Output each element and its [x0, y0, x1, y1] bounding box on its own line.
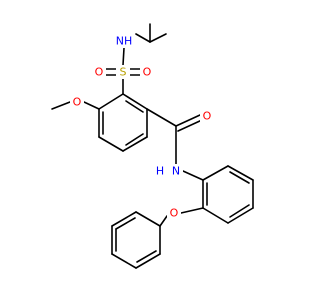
atom-label-o: O: [95, 66, 104, 79]
bond-aromatic: [135, 253, 161, 269]
atom-o-carbonyl: O: [200, 109, 214, 123]
atom-label-n: N: [172, 165, 180, 178]
bond-aromatic-inner: [229, 204, 250, 218]
structure-diagram: NH S O O O O: [51, 23, 254, 269]
bond-single: [135, 33, 151, 43]
molecule-canvas: NH S O O O O: [51, 23, 254, 269]
bond-layer: [51, 23, 254, 269]
bond-aromatic: [202, 207, 229, 224]
bond-single: [149, 33, 167, 43]
bond-aromatic: [227, 207, 254, 224]
bond-aromatic-inner: [115, 217, 136, 230]
bond-aromatic: [202, 165, 229, 181]
atom-n-sulfonamide: NH: [113, 34, 135, 48]
bond-single: [180, 207, 204, 214]
bond-double: [177, 119, 203, 132]
atom-label-o: O: [170, 207, 179, 220]
atom-label-o: O: [73, 96, 82, 109]
bond-single: [182, 170, 204, 181]
bond-aromatic: [135, 211, 161, 227]
atom-label-layer: NH S O O O O: [70, 34, 214, 220]
atom-n-amide: N: [169, 164, 183, 178]
bond-aromatic: [122, 136, 148, 152]
atom-o-sulfonyl-right: O: [140, 65, 154, 79]
atom-label-s: S: [120, 66, 127, 79]
atom-o-methoxy: O: [70, 95, 84, 109]
atom-label-h: H: [156, 165, 164, 178]
bond-aromatic: [98, 93, 124, 110]
bond-aromatic: [111, 211, 137, 227]
atom-o-ether: O: [167, 206, 181, 220]
atom-o-sulfonyl-left: O: [92, 65, 106, 79]
bond-aromatic-inner: [136, 250, 157, 263]
atom-h-amide: H: [154, 164, 166, 178]
atom-s-sulfonyl: S: [116, 65, 130, 79]
bond-single: [83, 101, 100, 110]
bond-double: [175, 114, 201, 127]
bond-single: [51, 101, 71, 110]
bond-aromatic: [122, 93, 148, 110]
atom-label-o: O: [203, 110, 212, 123]
bond-aromatic: [111, 253, 137, 269]
bond-single: [159, 215, 168, 227]
atom-label-o: O: [143, 66, 152, 79]
bond-aromatic: [98, 136, 124, 152]
bond-single: [146, 108, 177, 127]
bond-aromatic-inner: [229, 171, 250, 184]
atom-label-nh: NH: [116, 35, 133, 48]
bond-aromatic-inner: [125, 133, 144, 146]
bond-aromatic: [227, 165, 254, 181]
bond-single: [122, 47, 125, 66]
bond-aromatic-inner: [125, 100, 144, 113]
